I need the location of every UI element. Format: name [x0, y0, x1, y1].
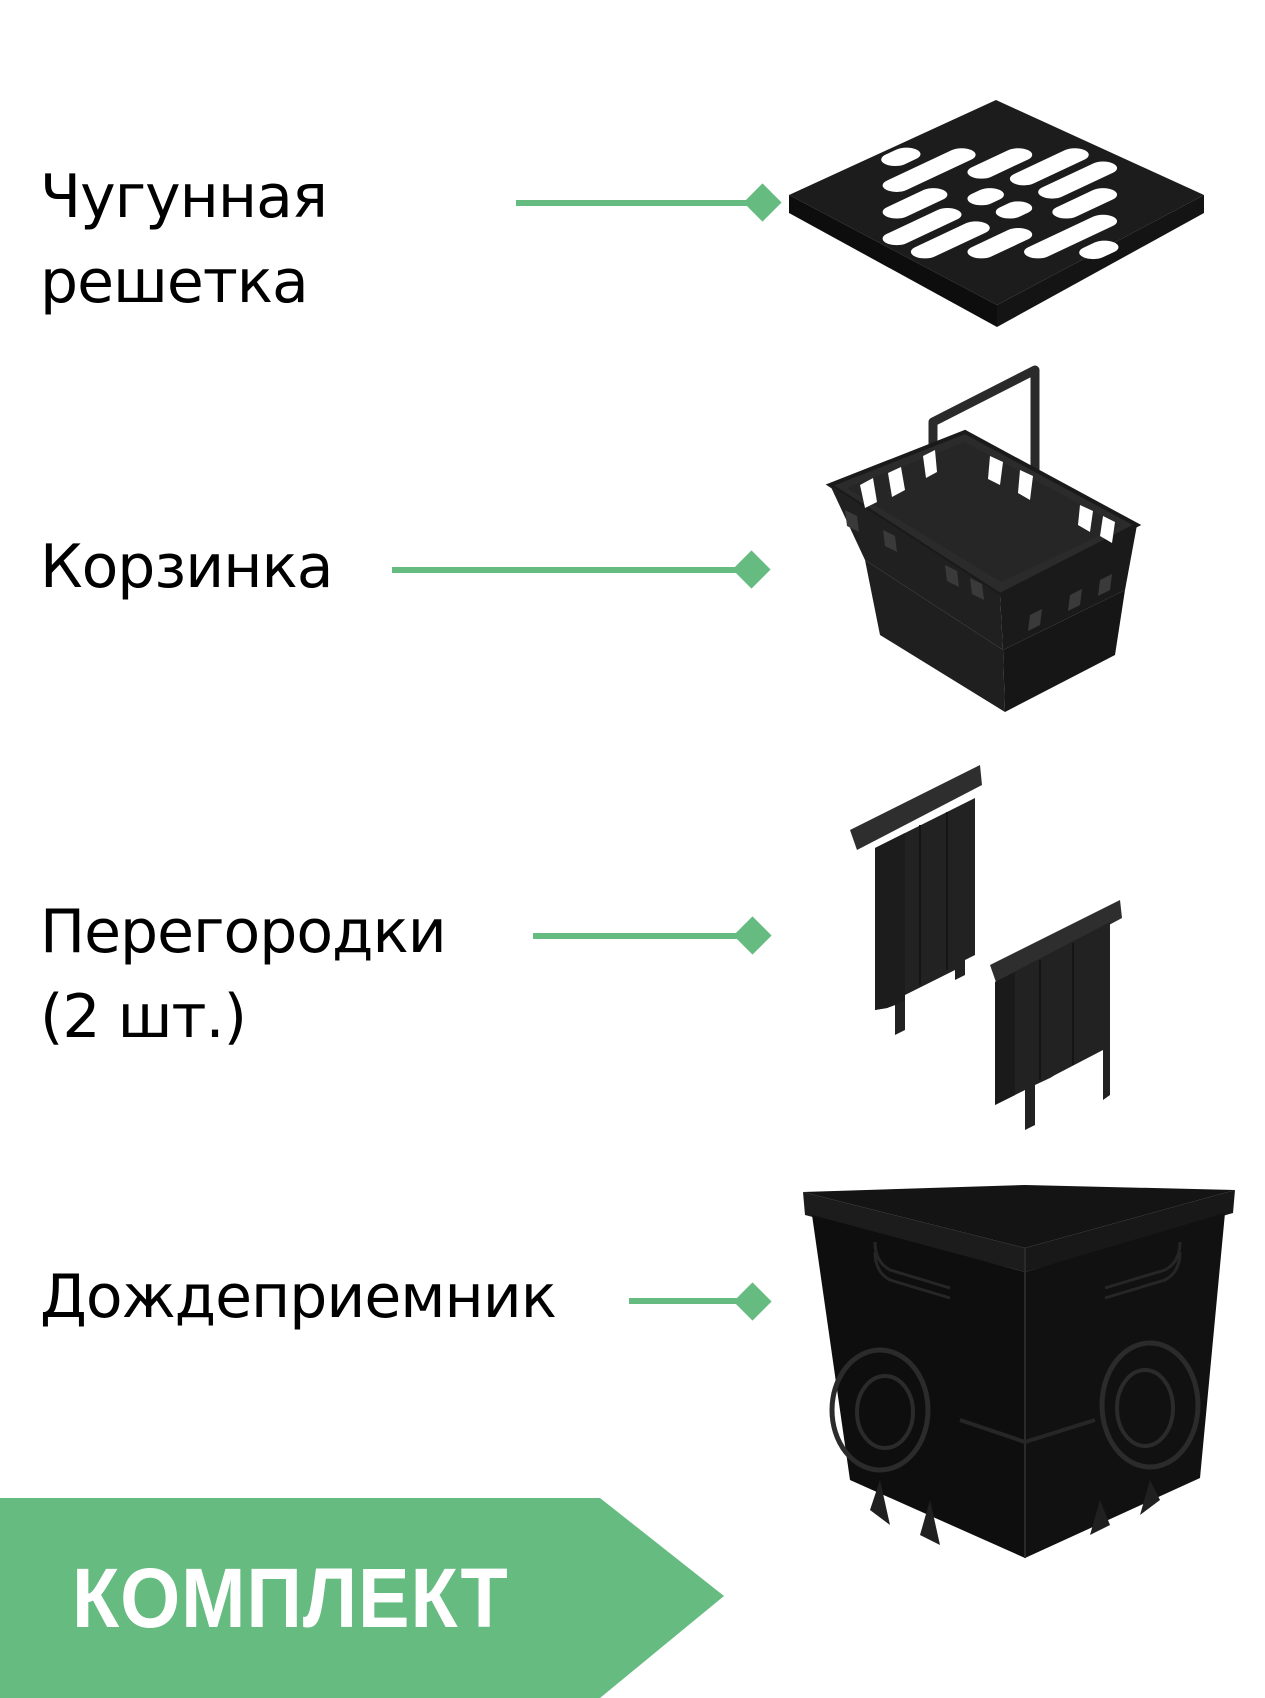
basket-icon [825, 365, 1142, 712]
label-line: Чугунная [40, 162, 328, 232]
connector-diamond-icon [733, 1282, 772, 1321]
label-cast-iron-grate: Чугунная решетка [40, 155, 328, 325]
connector-line [533, 933, 743, 939]
label-line: решетка [40, 247, 309, 317]
connector-line [392, 567, 742, 573]
dividers-icon [850, 765, 1122, 1130]
connector-diamond-icon [732, 550, 771, 589]
label-basket: Корзинка [40, 525, 334, 610]
cast-iron-grate-icon [789, 100, 1204, 327]
connector-diamond-icon [743, 183, 782, 222]
label-line: Перегородки [40, 897, 447, 967]
banner-arrow-shape [0, 1498, 724, 1698]
label-line: (2 шт.) [40, 982, 247, 1052]
label-dividers: Перегородки (2 шт.) [40, 890, 447, 1060]
label-line: Дождеприемник [40, 1262, 557, 1332]
connector-diamond-icon [733, 916, 772, 955]
label-line: Корзинка [40, 532, 334, 602]
banner-title: КОМПЛЕКТ [72, 1551, 509, 1645]
label-rain-inlet: Дождеприемник [40, 1255, 557, 1340]
rain-inlet-box-icon [803, 1185, 1235, 1558]
connector-line [516, 200, 751, 206]
connector-line [629, 1298, 744, 1304]
